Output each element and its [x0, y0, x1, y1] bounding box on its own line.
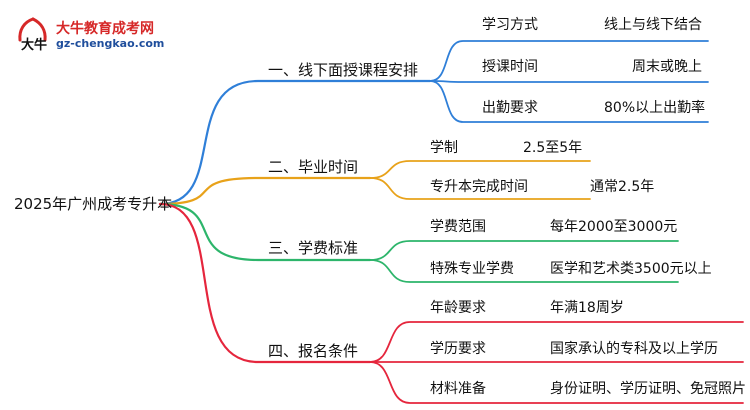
leaf-connector	[369, 259, 679, 283]
leaf-value: 身份证明、学历证明、免冠照片	[550, 381, 746, 397]
logo: 大牛 大牛教育成考网 gz-chengkao.com	[14, 16, 204, 56]
logo-mark-text: 大牛	[21, 37, 47, 53]
leaf-connector	[429, 80, 709, 83]
leaf-label: 专升本完成时间	[430, 179, 528, 195]
leaf-connector	[369, 321, 744, 363]
leaf-value: 周末或晚上	[632, 59, 702, 75]
leaf-value: 医学和艺术类3500元以上	[550, 261, 712, 277]
logo-mark-icon: 大牛	[18, 17, 47, 53]
leaf-connector	[429, 40, 709, 82]
leaf-connector	[429, 80, 709, 123]
leaf-label: 学习方式	[482, 17, 538, 33]
leaf-connector	[369, 361, 744, 404]
logo-title: 大牛教育成考网	[56, 21, 154, 37]
branch-connector	[158, 202, 372, 262]
leaf-connector	[369, 177, 591, 200]
branch-connector	[158, 202, 372, 364]
leaf-label: 材料准备	[430, 381, 486, 397]
leaf-connector	[369, 160, 591, 179]
leaf-label: 学历要求	[430, 341, 486, 357]
branch-connector	[158, 79, 432, 206]
leaf-connector	[369, 240, 679, 261]
leaf-label: 特殊专业学费	[430, 261, 514, 277]
leaf-label: 出勤要求	[482, 100, 538, 116]
branch-enrollment-requirements: 四、报名条件	[268, 342, 359, 360]
root-topic: 2025年广州成考专升本	[14, 195, 173, 213]
leaf-value: 国家承认的专科及以上学历	[550, 341, 718, 357]
leaf-label: 学费范围	[430, 219, 486, 235]
branch-tuition: 三、学费标准	[268, 239, 359, 257]
branch-graduation-time: 二、毕业时间	[268, 158, 359, 176]
branch-connector	[158, 176, 372, 206]
leaf-label: 年龄要求	[430, 300, 486, 316]
branch-offline-courses: 一、线下面授课程安排	[268, 61, 419, 79]
leaf-value: 每年2000至3000元	[550, 219, 678, 235]
logo-url: gz-chengkao.com	[56, 37, 165, 50]
leaf-label: 授课时间	[482, 59, 538, 75]
leaf-label: 学制	[430, 140, 458, 156]
leaf-value: 年满18周岁	[550, 300, 624, 316]
leaf-value: 2.5至5年	[523, 140, 583, 156]
leaf-value: 线上与线下结合	[604, 17, 702, 33]
leaf-value: 80%以上出勤率	[604, 100, 706, 116]
leaf-value: 通常2.5年	[590, 179, 655, 195]
